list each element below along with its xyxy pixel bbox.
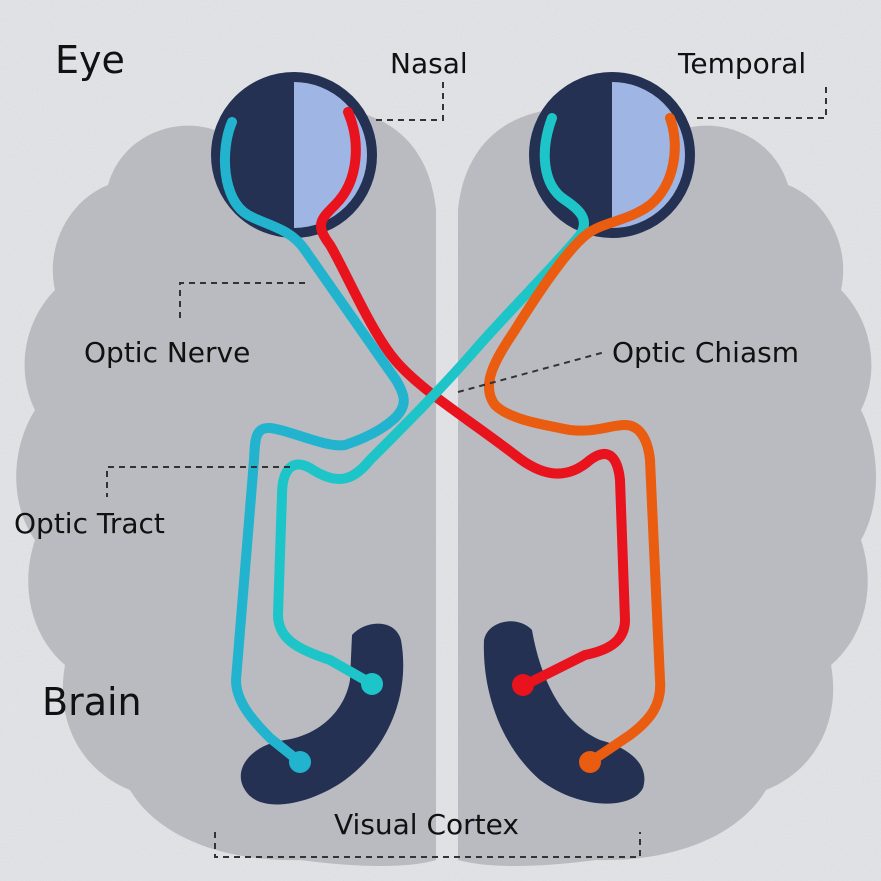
left-nasal-end-dot — [512, 674, 534, 696]
left-temporal-pathway — [219, 117, 409, 767]
optic-tract-label: Optic Tract — [14, 507, 165, 540]
optic-nerve-leader — [179, 282, 305, 322]
brain-heading: Brain — [42, 680, 142, 724]
left-visual-cortex — [240, 623, 404, 805]
nasal-label: Nasal — [390, 47, 468, 80]
visual-cortex-leader — [214, 832, 641, 858]
right-temporal-pathway — [483, 113, 680, 767]
right-nasal-pathway — [273, 113, 589, 689]
optic-chiasm-label: Optic Chiasm — [612, 336, 799, 369]
right-eye — [529, 72, 695, 238]
optic-nerve-label: Optic Nerve — [84, 336, 250, 369]
right-nasal-end-dot — [361, 673, 383, 695]
right-hemisphere — [458, 104, 876, 866]
optic-chiasm-leader — [457, 351, 606, 393]
temporal-label: Temporal — [677, 47, 806, 80]
right-temporal-end-dot — [579, 751, 601, 773]
left-temporal-end-dot — [289, 751, 311, 773]
eye-heading: Eye — [55, 38, 125, 82]
optic-tract-leader — [106, 466, 290, 497]
nasal-leader — [376, 82, 444, 121]
visual-cortex-label: Visual Cortex — [334, 808, 519, 841]
